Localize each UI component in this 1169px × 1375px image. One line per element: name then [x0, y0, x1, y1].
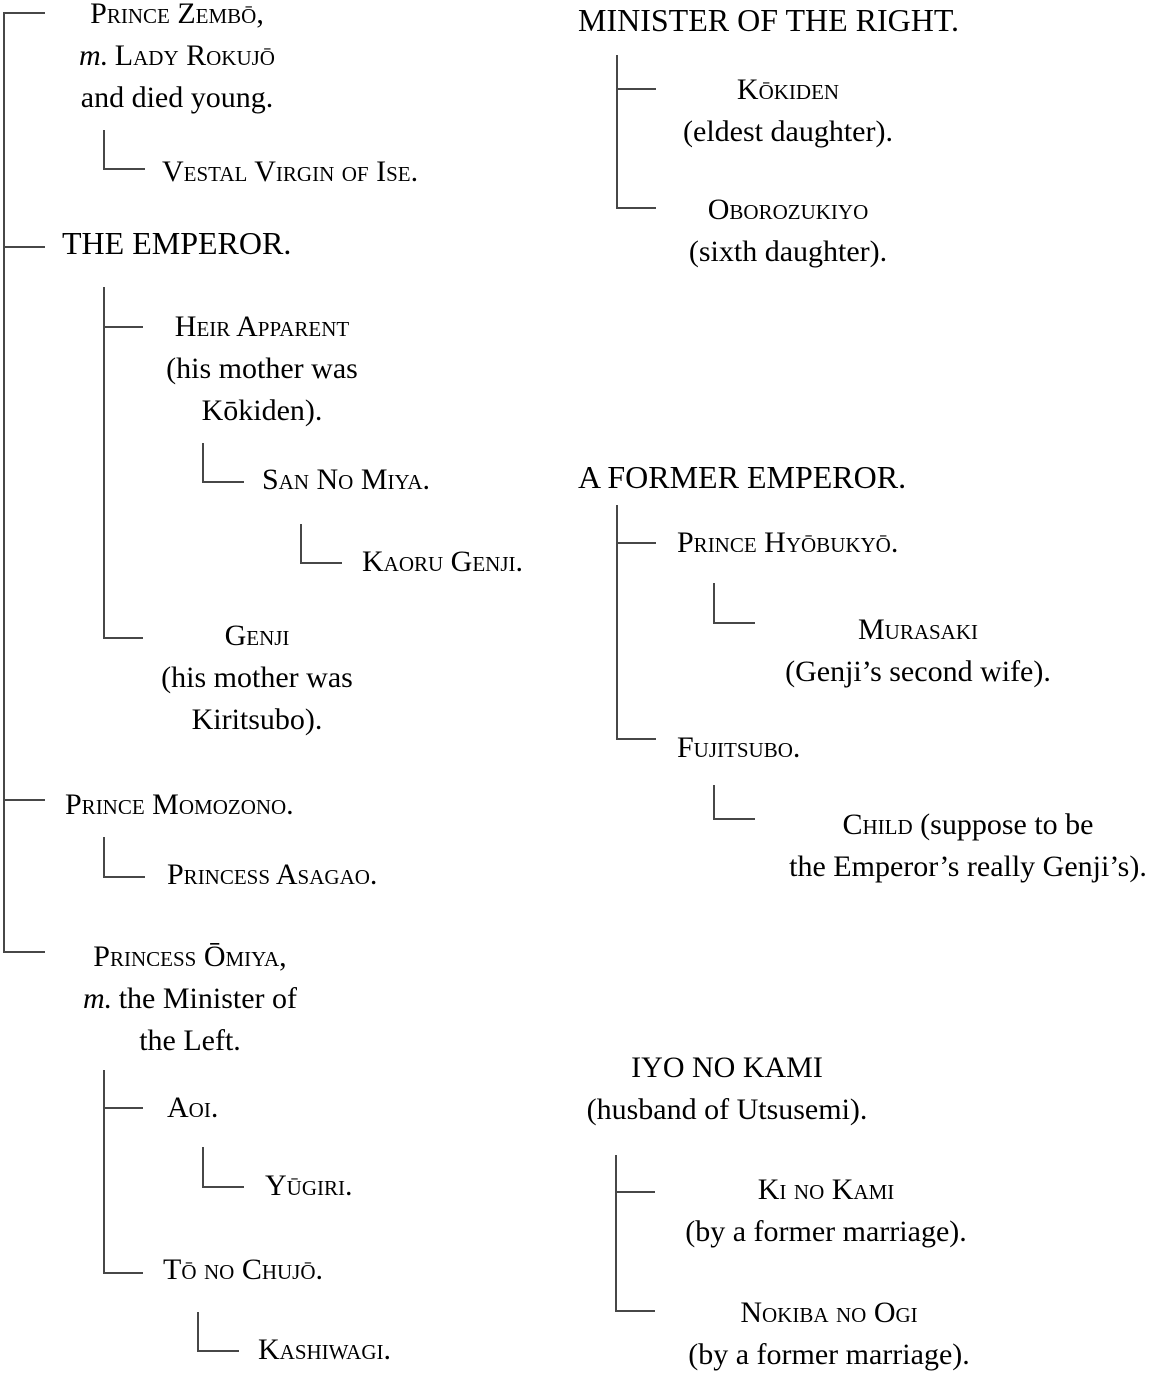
connector-vestal-v: [103, 130, 105, 170]
oborozukiyo-name: Oborozukiyo: [707, 193, 869, 226]
princess-omiya-marriage: m.the Minister of: [40, 978, 340, 1020]
connector-child-v: [713, 785, 715, 820]
heir-apparent-note1: (his mother was: [166, 352, 358, 385]
connector-former-subtrunk: [616, 505, 618, 740]
connector-asagao-v: [103, 837, 105, 878]
kokiden-note: (eldest daughter).: [683, 115, 893, 148]
connector-sannomiya-h: [202, 481, 244, 483]
node-kashiwagi: Kashiwagi.: [258, 1333, 391, 1366]
marriage-abbrev: m.: [79, 39, 109, 72]
connector-fujitsubo-branch: [616, 738, 656, 740]
node-to-no-chujo: Tō no Chujō.: [163, 1253, 324, 1286]
node-san-no-miya: San No Miya.: [262, 463, 431, 496]
node-iyo-no-kami: IYO NO KAMI (husband of Utsusemi).: [547, 1047, 907, 1131]
connector-oborozukiyo-branch: [616, 207, 656, 209]
connector-nokiba-branch: [615, 1310, 655, 1312]
princess-omiya-name: Princess Ōmiya,: [93, 940, 287, 973]
connector-aoi-branch: [103, 1107, 143, 1109]
node-aoi: Aoi.: [167, 1091, 219, 1124]
node-minister-of-right: MINISTER OF THE RIGHT.: [578, 2, 960, 38]
iyo-no-kami-name: IYO NO KAMI: [631, 1051, 823, 1084]
node-yugiri: Yūgiri.: [265, 1169, 353, 1202]
oborozukiyo-note: (sixth daughter).: [688, 235, 888, 268]
node-fujitsubo: Fujitsubo.: [677, 731, 801, 764]
connector-asagao-h: [103, 876, 145, 878]
connector-emperor-subtrunk: [103, 287, 105, 639]
child-note2: the Emperor’s really Genji’s).: [789, 850, 1147, 883]
princess-omiya-note1: the Minister of: [118, 982, 298, 1015]
connector-omiya-branch: [3, 951, 45, 953]
node-former-emperor: A FORMER EMPEROR.: [578, 459, 907, 495]
heir-apparent-name: Heir Apparent: [174, 310, 350, 343]
child-name-line: Child(suppose to be: [753, 804, 1169, 846]
marriage-abbrev: m.: [82, 982, 113, 1015]
ki-no-kami-note: (by a former marriage).: [685, 1215, 967, 1248]
connector-kokiden-branch: [616, 88, 656, 90]
child-note1: (suppose to be: [920, 808, 1094, 841]
connector-genji-branch: [103, 637, 143, 639]
connector-hyobukyo-branch: [616, 542, 656, 544]
prince-zembo-name: Prince Zembō,: [90, 0, 264, 30]
connector-minister-subtrunk: [616, 55, 618, 209]
connector-vestal-h: [103, 168, 145, 170]
connector-kaoru-v: [300, 524, 302, 564]
node-princess-asagao: Princess Asagao.: [167, 858, 378, 891]
connector-kashiwagi-h: [197, 1350, 239, 1352]
iyo-no-kami-note: (husband of Utsusemi).: [586, 1093, 868, 1126]
node-heir-apparent: Heir Apparent (his mother was Kōkiden).: [112, 306, 412, 432]
connector-main-trunk: [3, 12, 5, 953]
heir-apparent-note2: Kōkiden).: [201, 394, 323, 427]
child-name: Child: [842, 808, 913, 841]
nokiba-no-ogi-note: (by a former marriage).: [688, 1338, 970, 1371]
connector-heir-branch: [103, 326, 143, 328]
node-kaoru-genji: Kaoru Genji.: [362, 545, 523, 578]
node-ki-no-kami: Ki no Kami (by a former marriage).: [646, 1169, 1006, 1253]
node-prince-zembo: Prince Zembō, m.Lady Rokujō and died you…: [27, 0, 327, 119]
node-kokiden: Kōkiden (eldest daughter).: [618, 69, 958, 153]
prince-zembo-note: and died young.: [80, 81, 274, 114]
nokiba-no-ogi-name: Nokiba no Ogi: [740, 1296, 918, 1329]
connector-kaoru-h: [300, 562, 342, 564]
connector-murasaki-h: [713, 622, 755, 624]
connector-omiya-subtrunk: [103, 1070, 105, 1274]
node-child: Child(suppose to be the Emperor’s really…: [753, 804, 1169, 888]
connector-yugiri-v: [202, 1147, 204, 1188]
genji-name: Genji: [224, 619, 290, 652]
connector-kinokami-branch: [615, 1191, 655, 1193]
prince-zembo-spouse: Lady Rokujō: [114, 39, 275, 72]
murasaki-note: (Genji’s second wife).: [785, 655, 1051, 688]
node-oborozukiyo: Oborozukiyo (sixth daughter).: [618, 189, 958, 273]
connector-child-h: [713, 818, 755, 820]
murasaki-name: Murasaki: [857, 613, 979, 646]
connector-sannomiya-v: [202, 443, 204, 483]
node-princess-omiya: Princess Ōmiya, m.the Minister of the Le…: [40, 936, 340, 1062]
connector-zembo-branch: [3, 12, 45, 14]
connector-kashiwagi-v: [197, 1312, 199, 1352]
node-genji: Genji (his mother was Kiritsubo).: [107, 615, 407, 741]
ki-no-kami-name: Ki no Kami: [757, 1173, 895, 1206]
node-vestal-virgin: Vestal Virgin of Ise.: [162, 155, 419, 188]
node-the-emperor: THE EMPEROR.: [62, 225, 292, 261]
connector-tonochujo-branch: [103, 1272, 143, 1274]
connector-momozono-branch: [3, 799, 45, 801]
genji-note2: Kiritsubo).: [191, 703, 323, 736]
connector-murasaki-v: [713, 583, 715, 624]
prince-zembo-marriage: m.Lady Rokujō: [27, 35, 327, 77]
node-murasaki: Murasaki (Genji’s second wife).: [718, 609, 1118, 693]
node-nokiba-no-ogi: Nokiba no Ogi (by a former marriage).: [649, 1292, 1009, 1375]
princess-omiya-note2: the Left.: [139, 1024, 241, 1057]
node-prince-hyobukyo: Prince Hyōbukyō.: [677, 526, 899, 559]
connector-iyo-subtrunk: [615, 1155, 617, 1312]
kokiden-name: Kōkiden: [736, 73, 840, 106]
connector-yugiri-h: [202, 1186, 244, 1188]
genji-note1: (his mother was: [161, 661, 353, 694]
connector-emperor-branch: [3, 246, 45, 248]
node-prince-momozono: Prince Momozono.: [65, 788, 294, 821]
